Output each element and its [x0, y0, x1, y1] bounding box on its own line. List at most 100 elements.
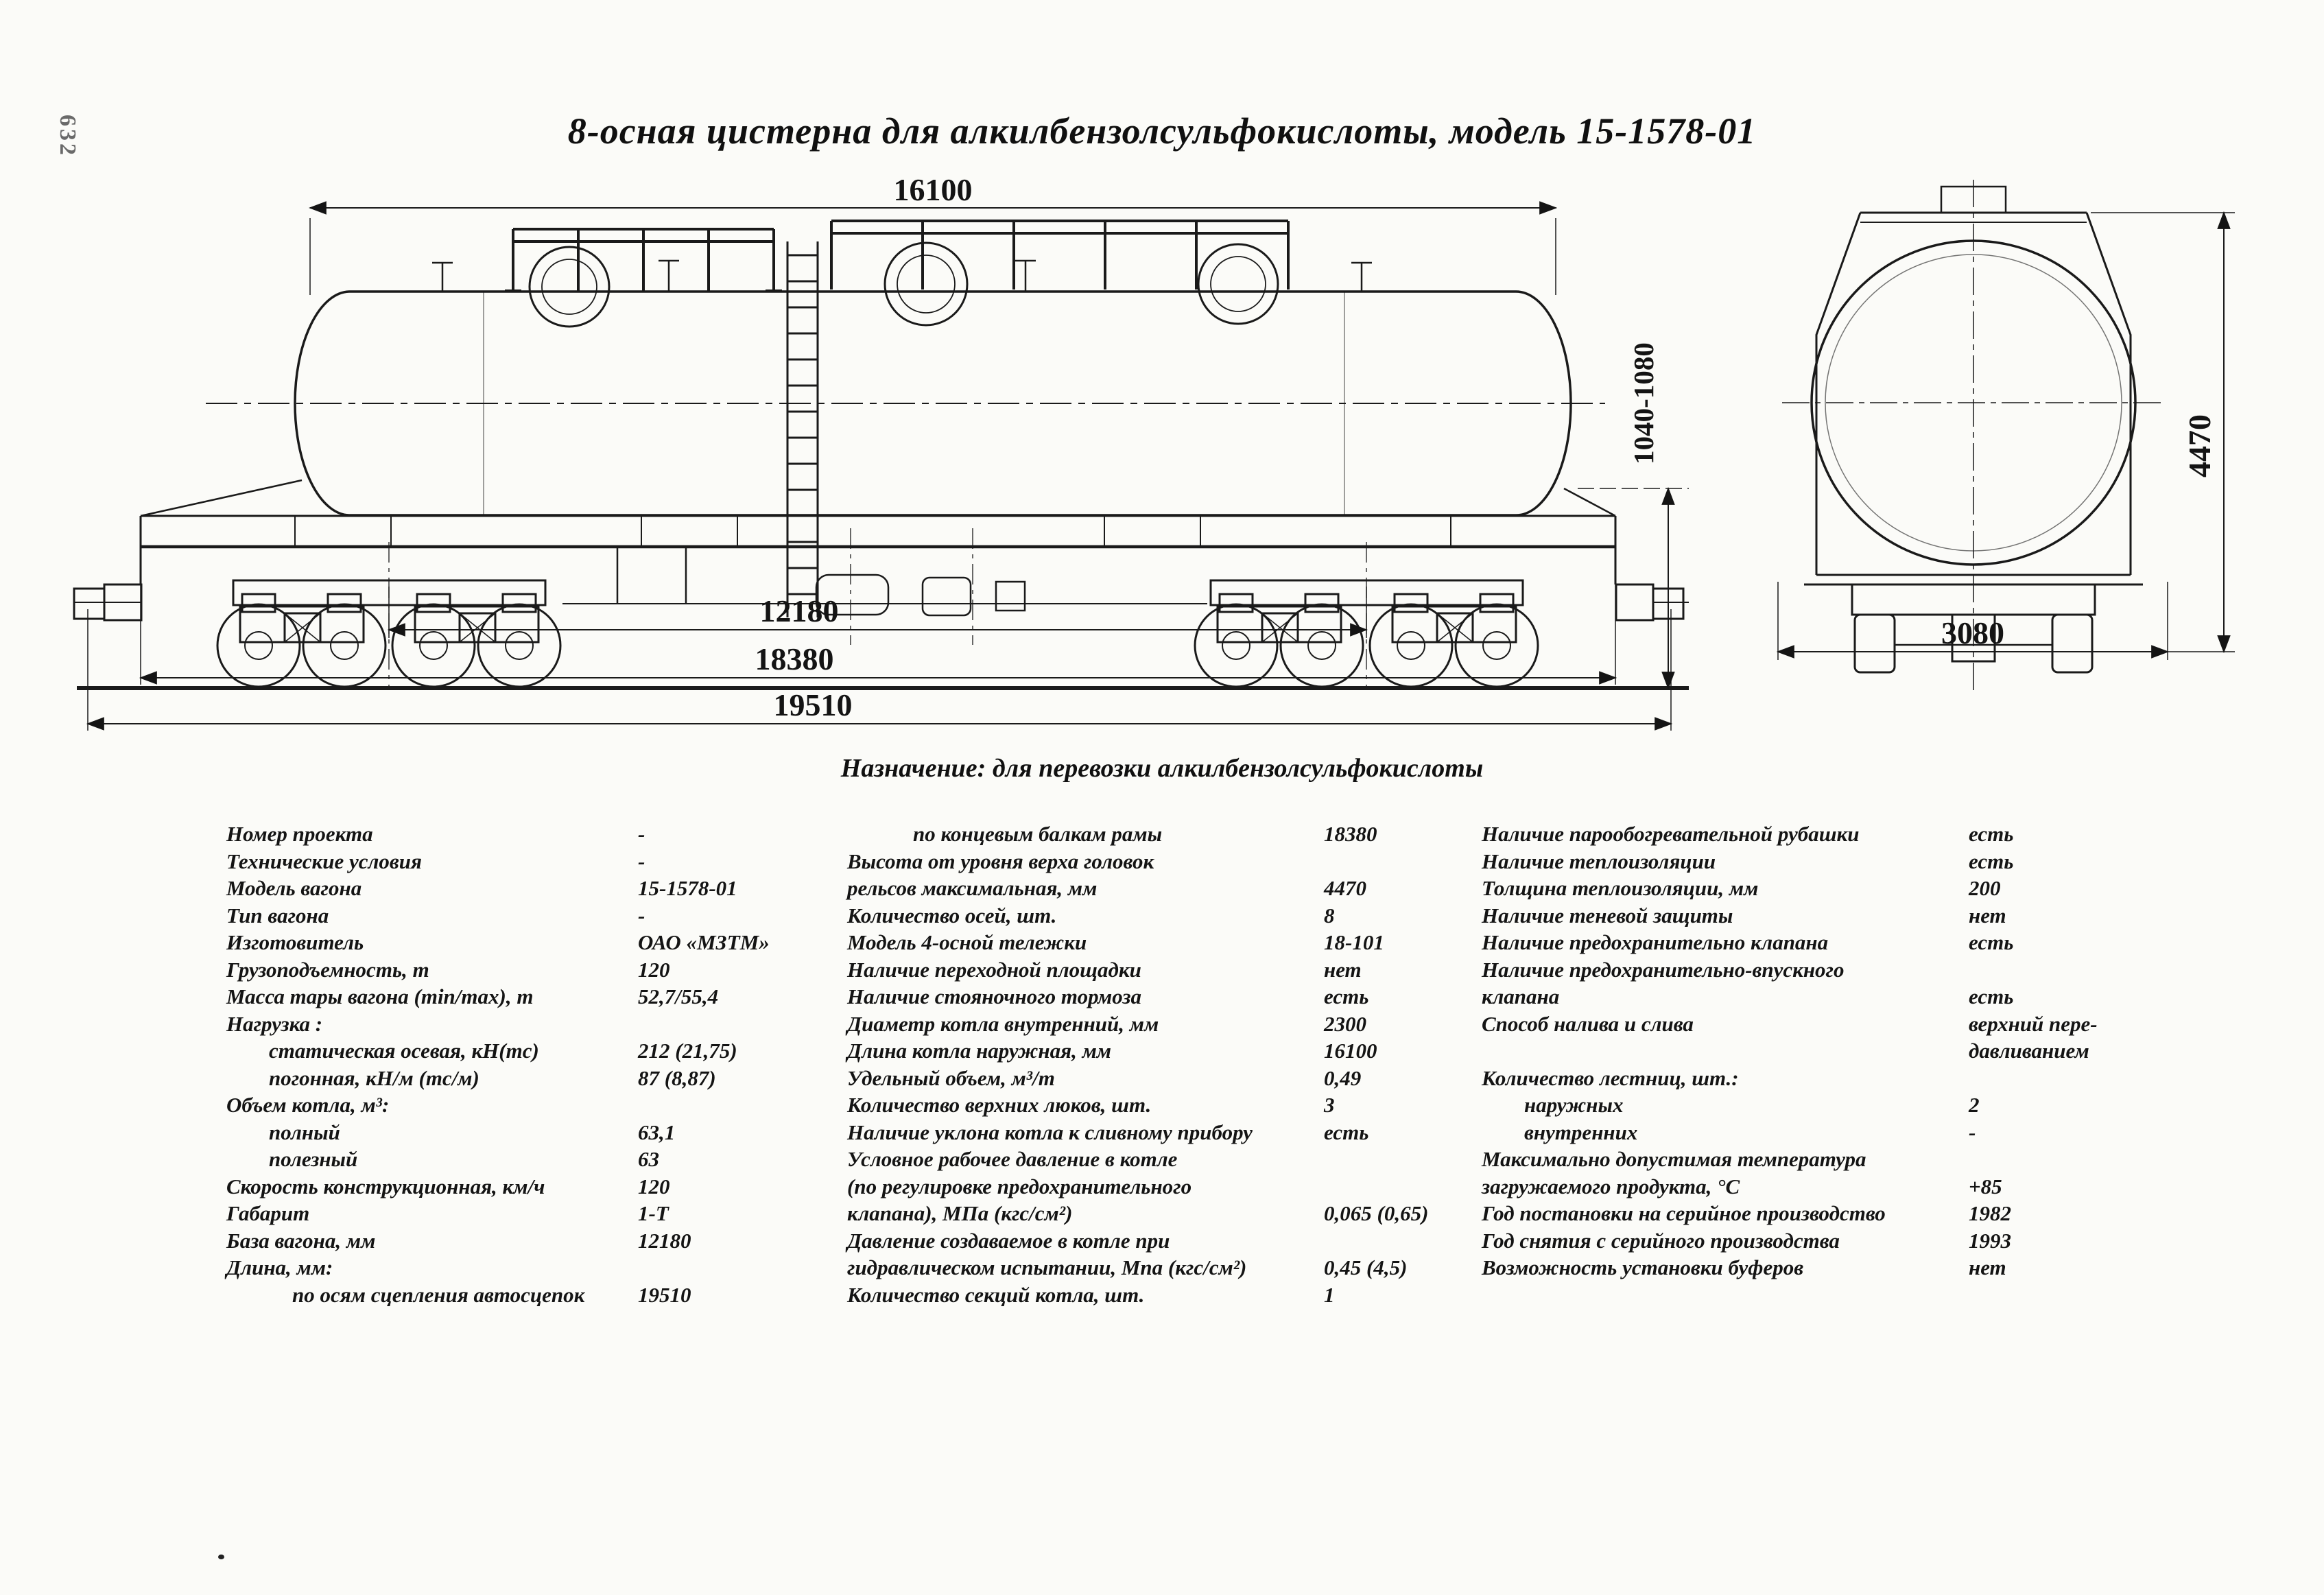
- spec-label: База вагона, мм: [226, 1228, 376, 1253]
- spec-value: 1993: [1969, 1228, 2011, 1253]
- spec-label: погонная, кН/м (тс/м): [269, 1065, 479, 1090]
- spec-label: Год снятия с серийного производства: [1482, 1228, 1840, 1253]
- dimension-coupler-height: 1040-1080: [1578, 342, 1689, 690]
- dim-19510-label: 19510: [774, 687, 853, 722]
- dim-12180-label: 12180: [760, 593, 839, 628]
- spec-label: гидравлическом испытании, Мпа (кгс/см²): [847, 1255, 1247, 1279]
- tank-fittings: [432, 259, 1372, 292]
- spec-row: по осям сцепления автосцепок 19510: [226, 1281, 847, 1309]
- spec-value: 87 (8,87): [638, 1065, 716, 1090]
- spec-row: Наличие предохранительно-впускного: [1482, 956, 2291, 984]
- spec-value: 120: [638, 957, 670, 982]
- spec-row: Масса тары вагона (min/max), т 52,7/55,4: [226, 983, 847, 1011]
- spec-row: внутренних-: [1482, 1119, 2291, 1146]
- spec-label: по осям сцепления автосцепок: [292, 1282, 585, 1307]
- spec-value: 12180: [638, 1228, 691, 1253]
- dim-4470-label: 4470: [2182, 414, 2217, 477]
- spec-value: 3: [1324, 1093, 1335, 1117]
- dimension-19510: 19510: [86, 609, 1673, 731]
- spec-label: Диаметр котла внутренний, мм: [847, 1011, 1159, 1036]
- end-centerlines: [1782, 180, 2166, 692]
- spec-row: Модель вагона 15-1578-01: [226, 875, 847, 902]
- scan-speck: [218, 1555, 224, 1559]
- spec-value: 1: [1324, 1282, 1335, 1307]
- spec-label: Масса тары вагона (min/max), т: [226, 984, 534, 1008]
- spec-row: клапана), МПа (кгс/см²)0,065 (0,65): [847, 1200, 1468, 1227]
- page-title: 8-осная цистерна для алкилбензолсульфоки…: [567, 110, 1757, 152]
- spec-value: 1982: [1969, 1201, 2011, 1225]
- spec-label: внутренних: [1524, 1120, 1638, 1144]
- spec-label: Наличие парообогревательной рубашки: [1482, 822, 1860, 846]
- technical-drawing: 16100 12180 18380 19510: [73, 172, 2235, 731]
- handrail-right: [830, 220, 1290, 290]
- spec-label: наружных: [1524, 1093, 1624, 1117]
- spec-label: Скорость конструкционная, км/ч: [226, 1174, 545, 1198]
- spec-label: Габарит: [226, 1201, 310, 1225]
- spec-value: 52,7/55,4: [638, 984, 719, 1008]
- spec-value: 2: [1969, 1093, 1980, 1117]
- spec-row: Технические условия-: [226, 848, 847, 875]
- spec-value: 19510: [638, 1282, 691, 1307]
- spec-row: Год снятия с серийного производства 1993: [1482, 1227, 2291, 1255]
- spec-value: ОАО «МЗТМ»: [638, 930, 770, 954]
- spec-label: Модель вагона: [226, 876, 362, 900]
- spec-value: 16100: [1324, 1039, 1377, 1063]
- spec-value: есть: [1969, 984, 2014, 1008]
- spec-row: База вагона, мм 12180: [226, 1227, 847, 1255]
- spec-label: Способ налива и слива: [1482, 1011, 1694, 1036]
- spec-value: 212 (21,75): [638, 1039, 737, 1063]
- spec-value: 1-Т: [638, 1201, 669, 1225]
- spec-value: 15-1578-01: [638, 876, 737, 900]
- spec-row: Тип вагона-: [226, 902, 847, 930]
- spec-label: Высота от уровня верха головок: [847, 849, 1154, 873]
- end-tank-circle: [1810, 239, 2137, 566]
- spec-label: Длина, мм:: [226, 1255, 333, 1279]
- spec-value: есть: [1324, 984, 1369, 1008]
- spec-value: 2300: [1324, 1011, 1366, 1036]
- dim-3080-label: 3080: [1941, 615, 2004, 650]
- spec-label: полный: [269, 1120, 340, 1144]
- coupler-left: [73, 583, 143, 622]
- spec-value: есть: [1324, 1120, 1369, 1144]
- spec-value: 120: [638, 1174, 670, 1198]
- hatch-dome: [528, 246, 610, 328]
- purpose-line: Назначение: для перевозки алкилбензолсул…: [840, 754, 1484, 783]
- spec-row: Количество лестниц, шт.:: [1482, 1065, 2291, 1092]
- spec-label: Толщина теплоизоляции, мм: [1482, 876, 1759, 900]
- spec-label: Длина котла наружная, мм: [847, 1039, 1112, 1063]
- spec-row: Длина котла наружная, мм 16100: [847, 1037, 1468, 1065]
- spec-value: есть: [1969, 849, 2014, 873]
- spec-label: загружаемого продукта, °С: [1482, 1174, 1740, 1198]
- dimension-12180: 12180: [387, 587, 1368, 638]
- spec-label: Условное рабочее давление в котле: [847, 1147, 1178, 1171]
- spec-label: Модель 4-осной тележки: [847, 930, 1087, 954]
- spec-label: Наличие предохранительно клапана: [1482, 930, 1829, 954]
- spec-value: -: [638, 822, 645, 846]
- ladder: [786, 241, 819, 617]
- spec-label: Технические условия: [226, 849, 422, 873]
- spec-value: 18-101: [1324, 930, 1384, 954]
- spec-row: Условное рабочее давление в котле: [847, 1146, 1468, 1173]
- spec-label: Номер проекта: [226, 822, 373, 846]
- spec-label: Удельный объем, м³/т: [847, 1065, 1055, 1090]
- underframe: [139, 479, 1617, 584]
- spec-row: Номер проекта -: [226, 820, 847, 848]
- dim-coupler-height-label: 1040-1080: [1628, 342, 1659, 464]
- spec-label: по концевым балкам рамы: [913, 822, 1163, 846]
- spec-row: наружных 2: [1482, 1091, 2291, 1119]
- spec-row: Нагрузка :: [226, 1011, 847, 1038]
- spec-value: 0,065 (0,65): [1324, 1201, 1429, 1225]
- spec-value: есть: [1969, 930, 2014, 954]
- spec-label: Наличие переходной площадки: [847, 957, 1141, 982]
- coupler-right: [1615, 583, 1689, 622]
